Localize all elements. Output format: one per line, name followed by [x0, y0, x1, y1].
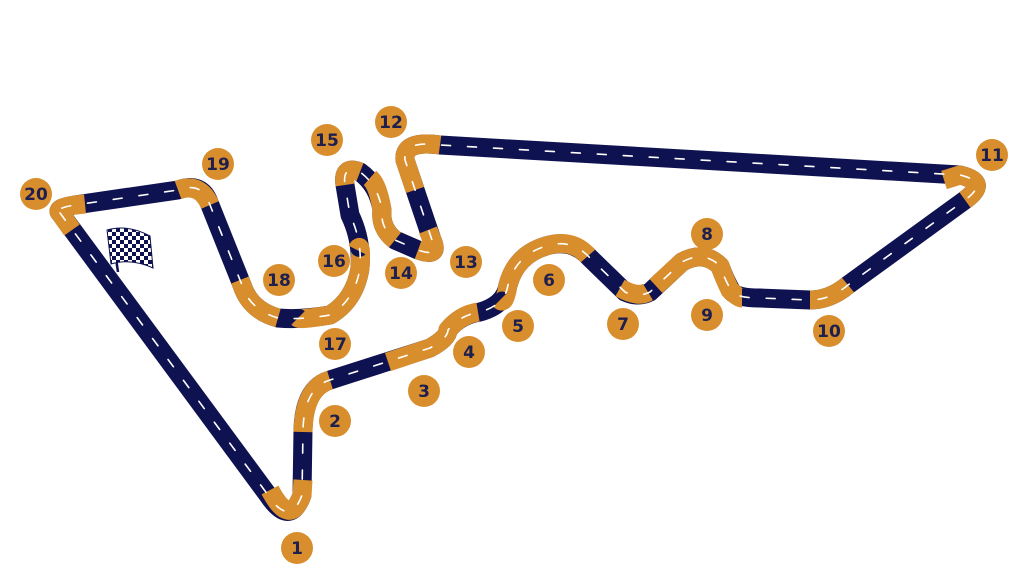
turn-badge-3: 3: [408, 375, 440, 407]
turn-badge-7: 7: [607, 308, 639, 340]
turn-badge-19: 19: [202, 148, 234, 180]
svg-text:15: 15: [315, 131, 339, 151]
turn-badge-16: 16: [318, 245, 350, 277]
direction-arrows: [58, 143, 978, 513]
highlight-turn-19: [174, 178, 219, 210]
svg-text:7: 7: [617, 315, 629, 335]
turn-badge-20: 20: [20, 178, 52, 210]
svg-text:12: 12: [379, 113, 403, 133]
highlight-turn-10: [809, 277, 855, 310]
turn-badges: 1 2 3 4 5 6 7 8 9 10 11 12 13 14 15 16 1…: [20, 106, 1008, 564]
highlight-turn-5-6: [493, 234, 596, 311]
svg-text:9: 9: [701, 306, 713, 326]
svg-text:18: 18: [267, 271, 291, 291]
svg-text:5: 5: [512, 317, 524, 337]
svg-text:8: 8: [701, 225, 713, 245]
turn-badge-8: 8: [691, 218, 723, 250]
highlight-turn-1: [261, 479, 313, 520]
turn-badge-6: 6: [533, 264, 565, 296]
turn-badge-5: 5: [502, 310, 534, 342]
highlight-turn-14: [363, 170, 402, 248]
highlight-turn-15: [335, 160, 364, 187]
svg-text:20: 20: [24, 185, 48, 205]
turn-badge-10: 10: [813, 315, 845, 347]
turn-badge-9: 9: [691, 299, 723, 331]
turn-badge-15: 15: [311, 124, 343, 156]
turn-badge-12: 12: [375, 106, 407, 138]
turn-badge-2: 2: [319, 405, 351, 437]
svg-text:13: 13: [454, 253, 478, 273]
svg-text:10: 10: [817, 322, 841, 342]
turn-badge-17: 17: [319, 328, 351, 360]
svg-text:2: 2: [329, 412, 341, 432]
svg-text:6: 6: [543, 271, 555, 291]
turn-badge-14: 14: [385, 257, 417, 289]
svg-text:14: 14: [389, 264, 413, 284]
turn-badge-18: 18: [263, 264, 295, 296]
svg-text:16: 16: [322, 252, 346, 272]
svg-text:17: 17: [323, 335, 347, 355]
highlight-turn-8: [649, 247, 739, 295]
checkered-flag-icon: [106, 227, 154, 273]
turn-badge-13: 13: [450, 246, 482, 278]
svg-text:3: 3: [418, 382, 430, 402]
turn-badge-11: 11: [976, 139, 1008, 171]
svg-text:11: 11: [980, 146, 1004, 166]
svg-text:4: 4: [463, 343, 475, 363]
turn-badge-4: 4: [453, 336, 485, 368]
highlight-turn-9: [721, 281, 745, 308]
highlight-turn-12: [395, 134, 442, 194]
svg-text:19: 19: [206, 155, 230, 175]
turn-badge-1: 1: [281, 532, 313, 564]
svg-text:1: 1: [291, 539, 303, 559]
